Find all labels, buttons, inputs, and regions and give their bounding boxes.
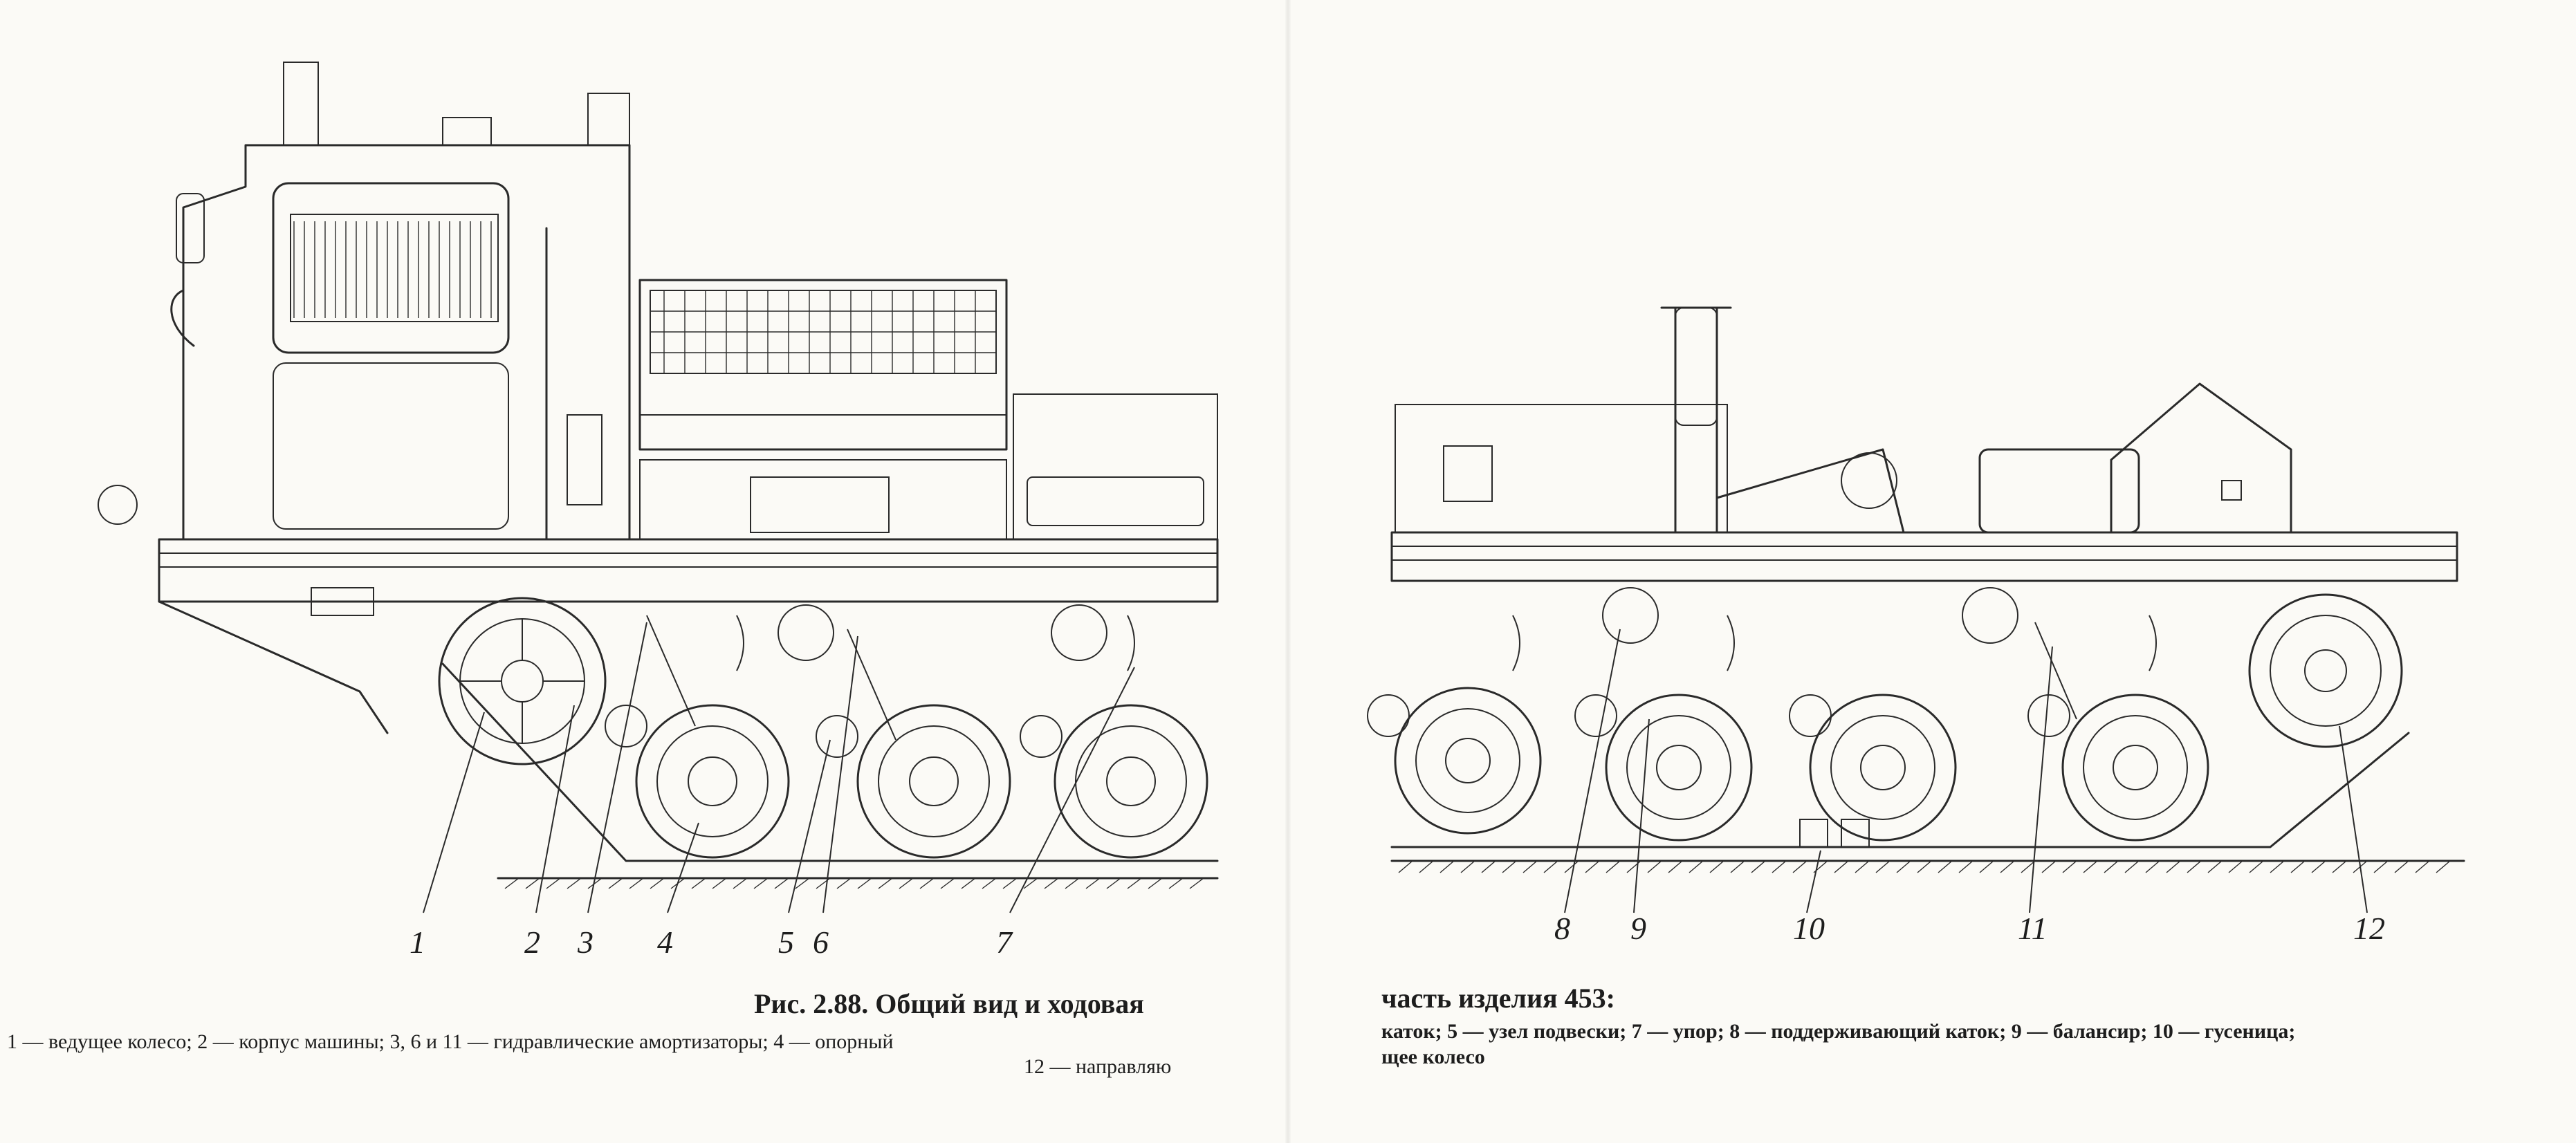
idler-wheel bbox=[2248, 593, 2403, 748]
vehicle-drawing-rear bbox=[1367, 306, 2465, 913]
callout-6: 6 bbox=[813, 924, 829, 960]
callout-4: 4 bbox=[657, 924, 673, 960]
callout-1: 1 bbox=[410, 924, 425, 960]
callout-12: 12 bbox=[2353, 911, 2385, 946]
engine-compartment bbox=[638, 279, 1218, 540]
callout-10: 10 bbox=[1793, 911, 1825, 946]
callout-2: 2 bbox=[524, 924, 540, 960]
caption-right-line1: каток; 5 — узел подвески; 7 — упор; 8 — … bbox=[1381, 1020, 2296, 1043]
caption-left-line1: 1 — ведущее колесо; 2 — корпус машины; 3… bbox=[7, 1030, 894, 1053]
caption-right-line2: щее колесо bbox=[1381, 1046, 1485, 1068]
vehicle-hull bbox=[158, 538, 1219, 734]
cab bbox=[98, 62, 631, 541]
callout-7: 7 bbox=[996, 924, 1012, 960]
drive-sprocket bbox=[438, 597, 607, 765]
caption-left-line2: 12 — направляю bbox=[1024, 1055, 1172, 1078]
callout-9: 9 bbox=[1630, 911, 1646, 946]
ground-hatching bbox=[504, 877, 1204, 889]
leader-lines bbox=[1564, 629, 2368, 913]
leader-lines bbox=[423, 622, 1135, 913]
ground-hatching bbox=[1398, 860, 2451, 873]
vehicle-hull bbox=[1390, 306, 2458, 582]
road-wheels bbox=[1394, 687, 2209, 842]
page-gutter bbox=[1285, 0, 1291, 1143]
track bbox=[1390, 732, 2410, 848]
left-page: 1 2 3 4 5 6 7 Рис. 2.88. Общий вид и ход… bbox=[7, 62, 1219, 1078]
right-page: 8 9 10 11 12 часть изделия 453: каток; 5… bbox=[1288, 0, 2576, 1143]
callout-11: 11 bbox=[2018, 911, 2048, 946]
figure-title: Рис. 2.88. Общий вид и ходовая bbox=[754, 988, 1144, 1019]
callout-3: 3 bbox=[578, 924, 594, 960]
callout-8: 8 bbox=[1554, 911, 1570, 946]
track bbox=[441, 662, 1219, 862]
figure-title-continued: часть изделия 453: bbox=[1381, 983, 1615, 1014]
road-wheels bbox=[635, 704, 1208, 859]
suspension bbox=[605, 604, 1135, 758]
callout-5: 5 bbox=[778, 924, 794, 960]
vehicle-drawing-front bbox=[98, 62, 1219, 913]
